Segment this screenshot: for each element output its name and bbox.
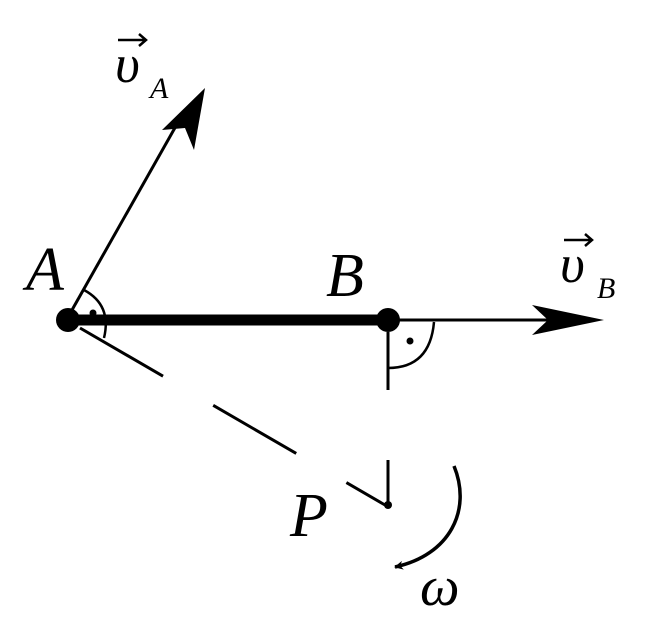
point-a-dot xyxy=(56,308,80,332)
vector-accent-b-icon xyxy=(564,233,594,247)
velocity-b-arrowhead xyxy=(532,305,604,335)
right-angle-mark-b xyxy=(387,321,436,370)
label-velocity-a-subscript: A xyxy=(148,72,169,105)
label-velocity-a-symbol: υ xyxy=(115,34,140,94)
label-point-p: P xyxy=(289,482,328,550)
vector-accent-a-icon xyxy=(118,33,148,47)
label-velocity-b-subscript: B xyxy=(597,272,615,305)
angular-velocity-arc xyxy=(394,465,462,570)
label-velocity-b: υ B xyxy=(560,233,615,305)
point-b-dot xyxy=(376,308,400,332)
right-angle-dot-b xyxy=(406,337,414,345)
label-point-b: B xyxy=(326,242,364,310)
velocity-a-vector xyxy=(70,109,187,311)
right-angle-mark-a xyxy=(83,288,107,339)
label-velocity-a: υ A xyxy=(115,33,169,105)
line-a-to-p xyxy=(79,326,386,507)
right-angle-dot-a xyxy=(89,309,97,317)
point-p-dot xyxy=(384,501,392,509)
label-velocity-b-symbol: υ xyxy=(560,234,585,294)
label-angular-velocity: ω xyxy=(420,556,460,618)
velocity-a-arrowhead xyxy=(162,88,205,150)
label-point-a: A xyxy=(22,236,65,304)
